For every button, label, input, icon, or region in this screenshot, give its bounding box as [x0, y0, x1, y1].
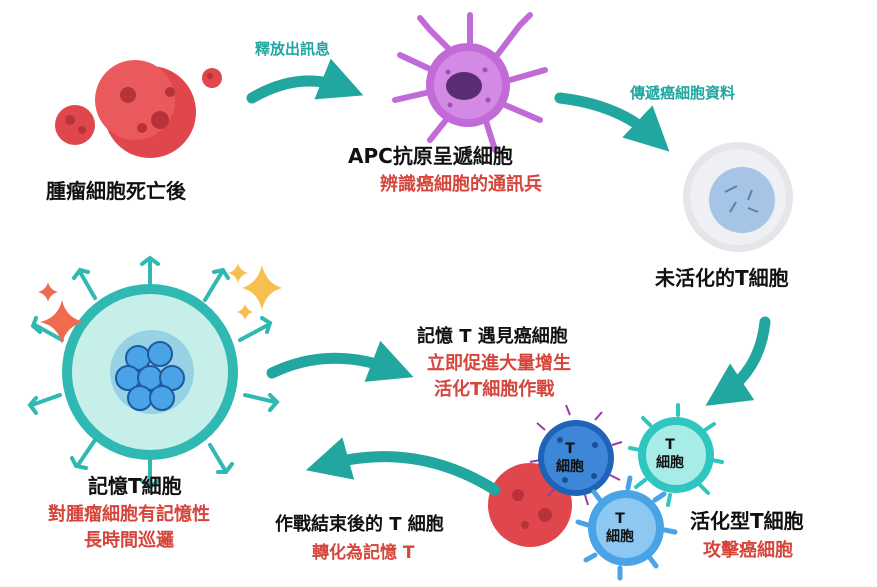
tumor-cell-icon [55, 60, 222, 158]
t-cell-label: T 細胞 [556, 441, 584, 475]
curved-arrow-icon [246, 58, 771, 496]
naive-t-title: 未活化的T細胞 [655, 266, 789, 290]
naive-t-cell-icon [683, 142, 793, 252]
reencounter-title: 記憶 T 遇見癌細胞 [417, 326, 568, 347]
after-battle-subtitle: 轉化為記憶 T [312, 543, 415, 563]
apc-subtitle: 辨識癌細胞的通訊兵 [380, 174, 542, 195]
active-t-subtitle: 攻擊癌細胞 [703, 540, 793, 561]
reencounter-subtitle-2: 活化T細胞作戰 [434, 379, 555, 400]
tumor-title: 腫瘤細胞死亡後 [46, 179, 186, 203]
active-t-cell-cluster-icon [488, 403, 724, 581]
memory-t-title: 記憶T細胞 [88, 474, 182, 498]
after-battle-title: 作戰結束後的 T 細胞 [275, 514, 444, 535]
t-cell-label: T 細胞 [606, 511, 634, 545]
apc-title: APC抗原呈遞細胞 [348, 144, 513, 168]
t-cell-label: T 細胞 [656, 437, 684, 471]
transmit-info-label: 傳遞癌細胞資料 [630, 84, 736, 102]
memory-t-subtitle-1: 對腫瘤細胞有記憶性 [48, 504, 210, 525]
memory-t-cell-icon [27, 255, 280, 490]
release-signal-label: 釋放出訊息 [255, 40, 331, 58]
reencounter-subtitle-1: 立即促進大量增生 [427, 353, 571, 374]
memory-t-subtitle-2: 長時間巡邏 [84, 530, 174, 551]
active-t-title: 活化型T細胞 [690, 509, 804, 533]
sparkle-icon [38, 263, 282, 344]
